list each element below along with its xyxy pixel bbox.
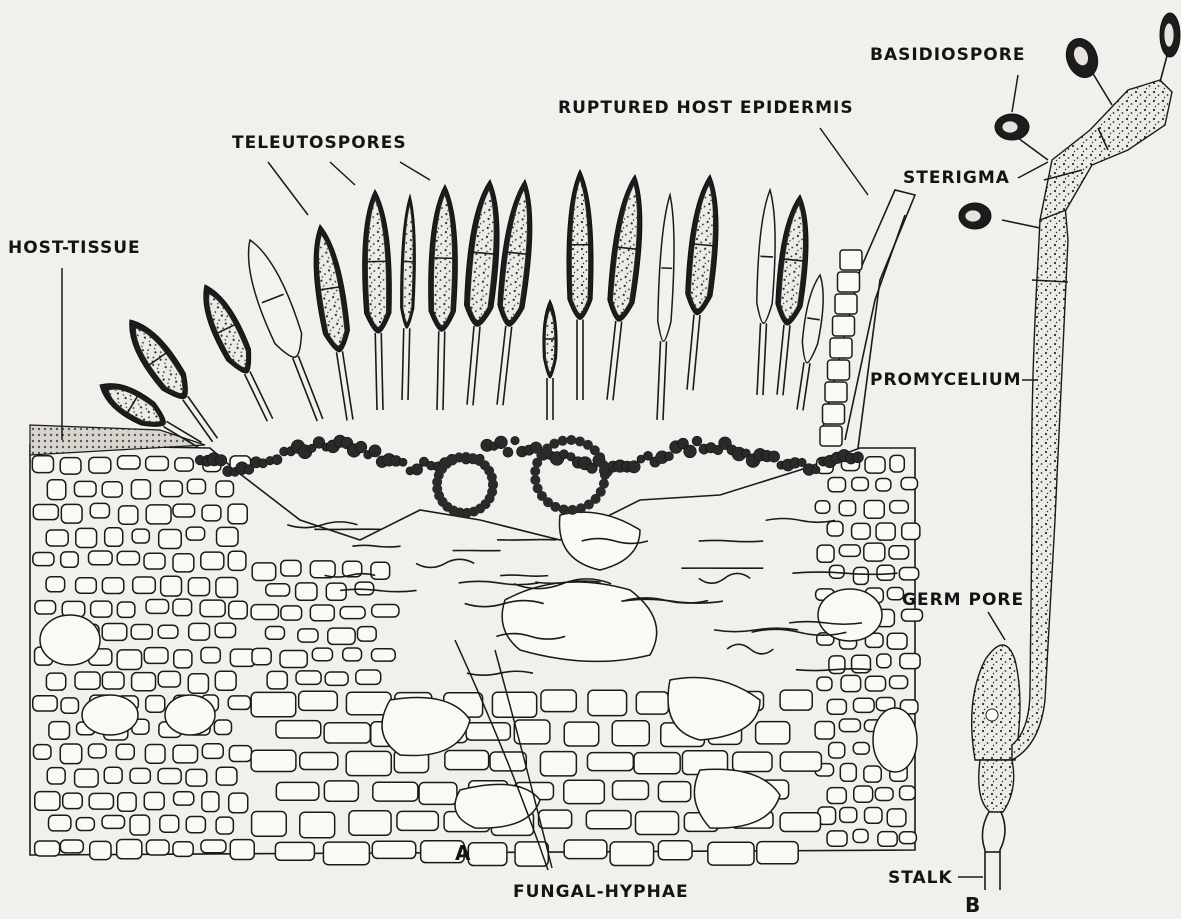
ruptured-epidermis [820, 190, 915, 448]
label-teleutospores-group: TELEUTOSPORES [232, 133, 430, 215]
label-stalk: STALK [888, 868, 953, 888]
label-basidiospore: BASIDIOSPORE [870, 45, 1025, 65]
label-sterigma: STERIGMA [903, 168, 1010, 188]
teleutospore [455, 179, 506, 407]
teleutospore [752, 190, 779, 396]
panel-label-a: A [455, 841, 471, 865]
teleutospore [676, 174, 724, 392]
panel-label-b: B [965, 893, 980, 917]
label-germ-pore: GERM PORE [902, 590, 1024, 610]
label-sterigma-group: STERIGMA [903, 162, 1048, 188]
teleutospore [653, 195, 677, 421]
mycelial-layer [195, 435, 863, 518]
label-ruptured-epidermis-group: RUPTURED HOST EPIDERMIS [558, 98, 868, 195]
panel-b-germinating-spore [959, 13, 1180, 890]
teleutospore [306, 223, 364, 422]
label-teleutospores: TELEUTOSPORES [232, 133, 407, 153]
teleutospores-group [93, 170, 829, 457]
label-promycelium: PROMYCELIUM [870, 370, 1022, 390]
label-promycelium-group: PROMYCELIUM [870, 370, 1036, 390]
label-stalk-group: STALK [888, 868, 983, 888]
label-basidiospore-group: BASIDIOSPORE [870, 45, 1025, 112]
panel-a-section [30, 170, 922, 866]
label-host-tissue: HOST-TISSUE [8, 238, 141, 258]
teleutospore [567, 170, 593, 400]
teleutospore [596, 173, 649, 401]
teleutospore [361, 190, 394, 411]
teleutospore [398, 195, 417, 400]
teleutospore [117, 311, 227, 449]
teleutospore [543, 300, 557, 420]
label-ruptured-host-epidermis: RUPTURED HOST EPIDERMIS [558, 98, 854, 118]
teleutospore [426, 185, 459, 411]
label-fungal-hyphae: FUNGAL-HYPHAE [513, 882, 689, 902]
